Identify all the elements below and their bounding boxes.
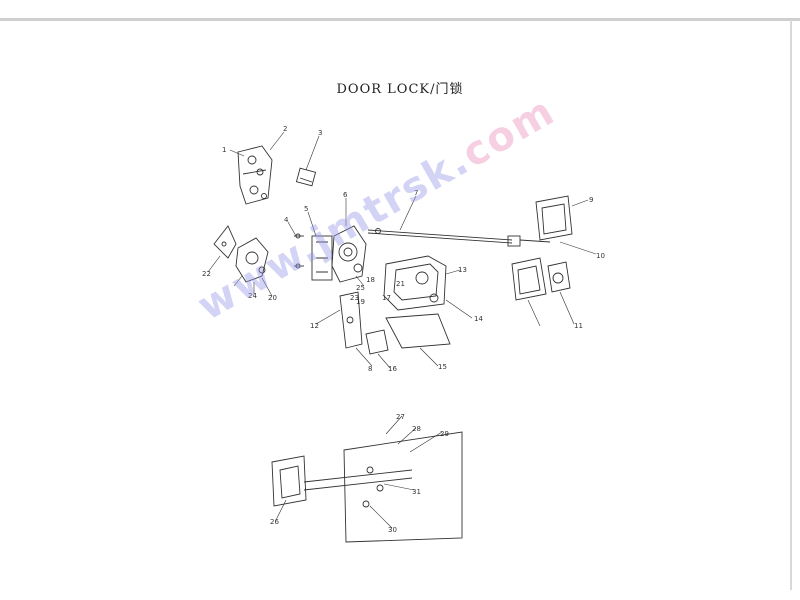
callout-25: 25 (356, 284, 365, 292)
callout-28: 28 (412, 425, 421, 433)
callout-2: 2 (283, 125, 287, 133)
callout-7: 7 (414, 189, 418, 197)
callout-11: 11 (574, 322, 583, 330)
callout-12: 12 (310, 322, 319, 330)
callout-15: 15 (438, 363, 447, 371)
page-title: DOOR LOCK/门锁 (336, 82, 464, 97)
callout-29: 29 (440, 430, 449, 438)
callout-17: 17 (382, 294, 391, 302)
callout-10: 10 (596, 252, 605, 260)
part-key-cylinder (507, 235, 551, 247)
part-seal-ring (385, 313, 451, 349)
part-striker-bracket (271, 455, 307, 507)
callout-14: 14 (474, 315, 483, 323)
callout-18: 18 (366, 276, 375, 284)
callout-labels: 1 2 3 4 5 6 7 8 9 10 11 12 13 14 15 16 1… (202, 125, 605, 534)
part-lock-mechanism (331, 225, 367, 283)
part-latch-assembly (235, 237, 269, 283)
callout-27: 27 (396, 413, 405, 421)
callout-26: 26 (270, 518, 279, 526)
callout-13: 13 (458, 266, 467, 274)
callout-22: 22 (202, 270, 211, 278)
part-outer-handle (535, 195, 573, 241)
callout-9: 9 (589, 196, 593, 204)
callout-31: 31 (412, 488, 421, 496)
callout-8: 8 (368, 365, 372, 373)
part-rod (367, 228, 513, 244)
scan-right-border (790, 20, 792, 590)
part-lock-case (311, 235, 333, 281)
part-escutcheon (511, 257, 547, 301)
callout-30: 30 (388, 526, 397, 534)
callout-6: 6 (343, 191, 348, 199)
part-hinge-bracket (237, 145, 273, 205)
callout-19: 19 (356, 298, 365, 306)
callout-4: 4 (284, 216, 289, 224)
callout-23: 23 (350, 294, 359, 302)
callout-1: 1 (222, 146, 226, 154)
part-striker-plate (303, 431, 463, 543)
part-cam (547, 261, 571, 293)
callout-21: 21 (396, 280, 405, 288)
scan-top-border (0, 18, 800, 21)
part-handle-housing (383, 255, 447, 311)
callout-20: 20 (268, 294, 277, 302)
part-lower-levers (339, 291, 389, 355)
callout-24: 24 (248, 292, 257, 300)
callout-3: 3 (318, 129, 322, 137)
callout-5: 5 (304, 205, 308, 213)
leader-lines (207, 131, 597, 529)
part-plate (213, 225, 237, 259)
part-small-block (295, 167, 317, 187)
callout-16: 16 (388, 365, 397, 373)
